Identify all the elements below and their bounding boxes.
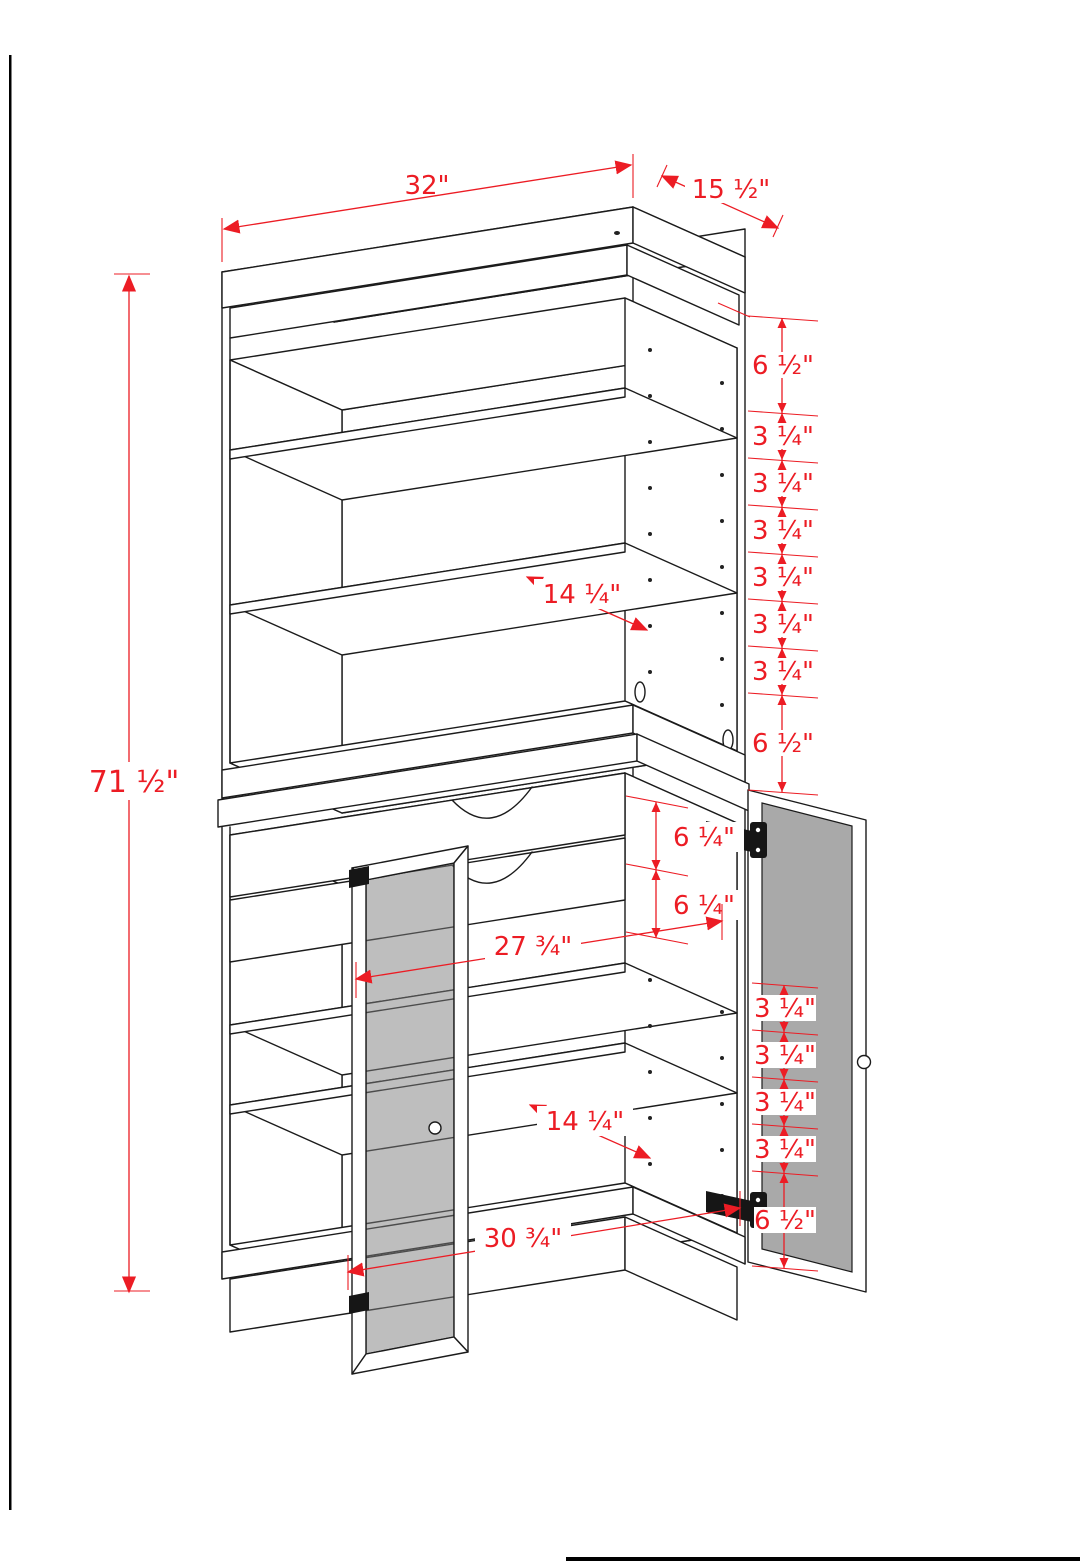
shelf-pin-holes-hutch — [648, 348, 724, 707]
drawer-1-pull-arc — [451, 786, 533, 819]
dim-overall-height: 71 ½" — [84, 273, 184, 1294]
hutch-chain-label-5: 3 ¼" — [752, 610, 814, 640]
left-door — [349, 845, 469, 1375]
cable-grommets — [634, 681, 734, 751]
right-door-knob — [856, 1054, 872, 1070]
dim-width-label: 32" — [404, 171, 449, 201]
top-panel-hole — [614, 231, 620, 235]
hutch-shelf-depth-label: 14 ¼" — [543, 580, 622, 610]
hutch-chain-label-6: 3 ¼" — [752, 657, 814, 687]
base-shelf-depth-label: 14 ¼" — [546, 1107, 625, 1137]
drawer-height-label-0: 6 ¼" — [673, 823, 735, 853]
page-border — [9, 55, 1080, 1561]
interior-width-label: 27 ¾" — [494, 932, 573, 962]
dim-base-chain: 3 ¼" 3 ¼" 3 ¼" 3 ¼" 6 ½" — [751, 982, 819, 1272]
right-door-glass — [761, 802, 853, 1273]
dim-height-label: 71 ½" — [89, 765, 180, 800]
dim-drawer-heights: 6 ¼" 6 ¼" — [625, 795, 744, 945]
base-chain-label-2: 3 ¼" — [754, 1088, 816, 1118]
left-door-knob — [428, 1121, 442, 1135]
base-chain-label-1: 3 ¼" — [754, 1041, 816, 1071]
hutch-chain-label-7: 6 ½" — [752, 729, 814, 759]
dim-depth-label: 15 ½" — [692, 175, 771, 205]
bottom-width-label: 30 ¾" — [484, 1224, 563, 1254]
dimension-annotations: 32" 15 ½" 71 ½" — [84, 154, 819, 1294]
hutch-chain-label-0: 6 ½" — [752, 351, 814, 381]
hutch-shelf-2 — [229, 542, 738, 656]
base-chain-label-4: 6 ½" — [754, 1206, 816, 1236]
drawer-height-label-1: 6 ¼" — [673, 891, 735, 921]
dim-hutch-chain: 6 ½" 3 ¼" 3 ¼" 3 ¼" 3 ¼" 3 ¼" 3 ¼" 6 ½" — [717, 302, 819, 796]
hutch-left-wall — [229, 359, 343, 814]
dim-base-shelf-depth: 14 ¼" — [528, 1104, 652, 1159]
hutch-chain-label-3: 3 ¼" — [752, 516, 814, 546]
dim-top-depth: 15 ½" — [656, 164, 784, 238]
page-border-left — [9, 55, 12, 1510]
drawer-1 — [229, 772, 626, 898]
left-door-glass — [365, 862, 455, 1355]
dim-top-width: 32" — [221, 154, 634, 262]
dim-bottom-width: 30 ¾" — [346, 1191, 742, 1290]
page-border-bottom — [566, 1557, 1080, 1561]
left-door-hinge-bottom — [349, 1292, 369, 1314]
hutch-chain-label-1: 3 ¼" — [752, 422, 814, 452]
mid-rails — [217, 704, 750, 828]
left-door-hinge-top — [349, 866, 369, 888]
base-chain-label-3: 3 ¼" — [754, 1135, 816, 1165]
hutch-chain-label-2: 3 ¼" — [752, 469, 814, 499]
hutch-shelf-1 — [229, 387, 738, 501]
cabinet-line-drawing — [217, 206, 872, 1375]
dim-interior-width: 27 ¾" — [354, 904, 724, 998]
left-door-frame-bottom — [351, 1336, 469, 1375]
crown-lower-band-cap — [626, 244, 740, 326]
base-chain-label-0: 3 ¼" — [754, 994, 816, 1024]
hutch-chain-label-4: 3 ¼" — [752, 563, 814, 593]
left-door-frame-outer — [453, 845, 469, 1353]
dim-hutch-shelf-depth: 14 ¼" — [525, 576, 649, 631]
